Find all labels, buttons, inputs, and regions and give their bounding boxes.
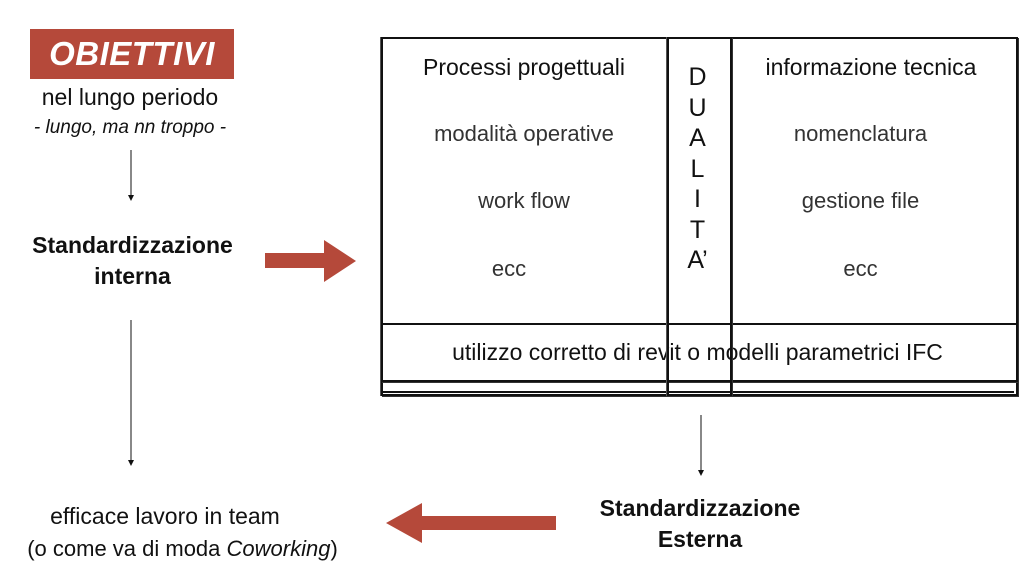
duality-letter-4: L [690,154,705,183]
duality-letter-5: I [694,185,701,213]
internal-line2: interna [94,263,171,289]
internal-standardization: Standardizzazione interna [10,230,255,292]
external-line1: Standardizzazione [599,495,801,521]
bottom-band [381,323,1018,382]
objectives-label: OBIETTIVI [49,35,215,72]
objectives-badge: OBIETTIVI [30,29,234,79]
left-item-2: work flow [478,188,570,213]
team-line2-co: Co [226,536,255,561]
objectives-note: - lungo, ma nn troppo - [33,117,227,138]
duality-column [667,37,732,396]
team-line2-italic: working [254,536,331,561]
team-work-line2: (o come va di moda Coworking) [5,536,360,562]
arrow-left-icon [386,503,556,543]
duality-letter-3: A [689,124,706,152]
bottom-line-text: utilizzo corretto di revit o modelli par… [452,339,943,365]
team-line2-post: ) [330,536,338,561]
external-line2: Esterna [657,526,743,552]
right-item-1: nomenclatura [793,121,928,146]
bottom-rule [381,391,1014,393]
duality-letter-7: A’ [687,246,708,274]
duality-letter-1: D [688,63,707,91]
internal-line1: Standardizzazione [32,232,233,258]
left-header: Processi progettuali [423,54,625,80]
team-work-line1: efficace lavoro in team [50,503,280,529]
right-header: informazione tecnica [765,54,977,80]
right-item-2: gestione file [801,188,920,213]
objectives-subtitle: nel lungo periodo [41,84,219,110]
left-item-3: ecc [491,256,527,281]
duality-letter-2: U [688,93,707,122]
external-standardization: Standardizzazione Esterna [560,493,840,555]
right-item-3: ecc [843,256,878,281]
left-item-1: modalità operative [434,121,614,146]
arrow-right-icon [265,240,356,282]
duality-letter-6: T [689,215,706,244]
team-line2-pre: (o come va di moda [27,536,227,561]
duality-letters: D U A L I T A’ [667,62,728,276]
